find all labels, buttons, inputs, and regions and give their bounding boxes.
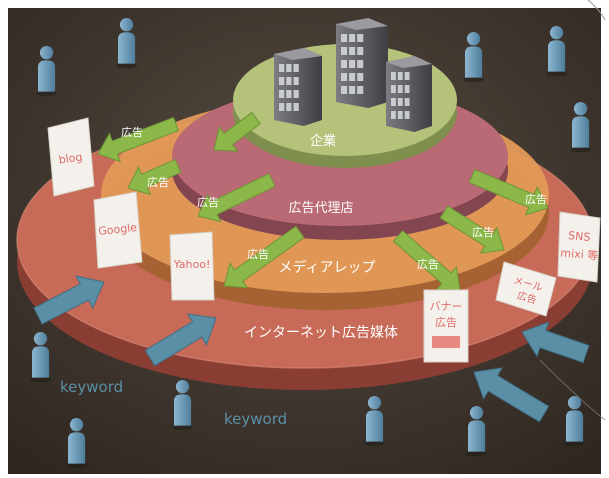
media-card-blog: blog — [47, 117, 95, 197]
person-icon — [570, 102, 591, 153]
ad-arrow-label: 広告 — [417, 258, 439, 271]
agency-label: 広告代理店 — [288, 201, 353, 216]
ad-arrow-label: 広告 — [525, 193, 547, 206]
person-icon — [466, 406, 487, 457]
keyword-label-bottom: keyword — [224, 410, 287, 428]
ad-flow-arrow — [97, 116, 180, 163]
banner-swatch — [432, 336, 460, 348]
ad-arrow-label: 広告 — [197, 196, 219, 209]
banner-card-label-2: 広告 — [435, 316, 457, 329]
person-icon — [364, 396, 385, 447]
person-icon — [546, 26, 567, 77]
internet-media-label: インターネット広告媒体 — [244, 325, 398, 341]
sns-card-label-1: SNS — [568, 229, 591, 244]
keyword-flow-arrow — [521, 321, 590, 364]
person-icon — [66, 418, 88, 469]
ad-flow-arrow — [213, 111, 261, 152]
person-icon — [172, 380, 193, 431]
office-building-icon — [274, 48, 322, 126]
banner-card-label-1: バナー — [430, 300, 463, 313]
ad-arrow-label: 広告 — [147, 176, 169, 189]
media-card-sns: SNS mixi 等 — [557, 211, 601, 283]
sns-card-label-2: mixi 等 — [560, 245, 599, 262]
keyword-flow-arrow — [33, 275, 105, 325]
person-icon — [564, 396, 585, 447]
media-card-mail: メール 広告 — [495, 261, 557, 317]
ad-flow-arrow — [127, 158, 182, 196]
person-icon — [30, 332, 51, 383]
ad-arrow-label: 広告 — [472, 226, 494, 239]
yahoo-card-label: Yahoo! — [173, 258, 211, 271]
ad-flow-arrow — [468, 168, 549, 216]
ad-arrow-label: 広告 — [121, 126, 143, 139]
keyword-flow-arrow — [144, 313, 217, 367]
media-rep-label: メディアレップ — [278, 259, 375, 276]
media-card-google: Google — [93, 191, 143, 269]
keyword-label-left: keyword — [60, 378, 123, 396]
google-card-label: Google — [98, 221, 138, 238]
media-card-banner: バナー 広告 — [423, 289, 469, 363]
office-building-icon — [336, 18, 388, 108]
blog-card-label: blog — [58, 150, 83, 166]
ad-arrow-label: 広告 — [247, 248, 269, 261]
ad-flow-arrow — [223, 225, 305, 289]
media-card-yahoo: Yahoo! — [169, 231, 215, 301]
person-icon — [116, 18, 137, 69]
person-icon — [36, 46, 57, 97]
ad-flow-arrow — [439, 205, 505, 254]
company-label: 企業 — [310, 133, 336, 149]
keyword-flow-arrow — [473, 367, 550, 423]
ad-flow-arrow — [197, 173, 276, 223]
office-building-icon — [386, 56, 432, 132]
person-icon — [463, 32, 484, 83]
